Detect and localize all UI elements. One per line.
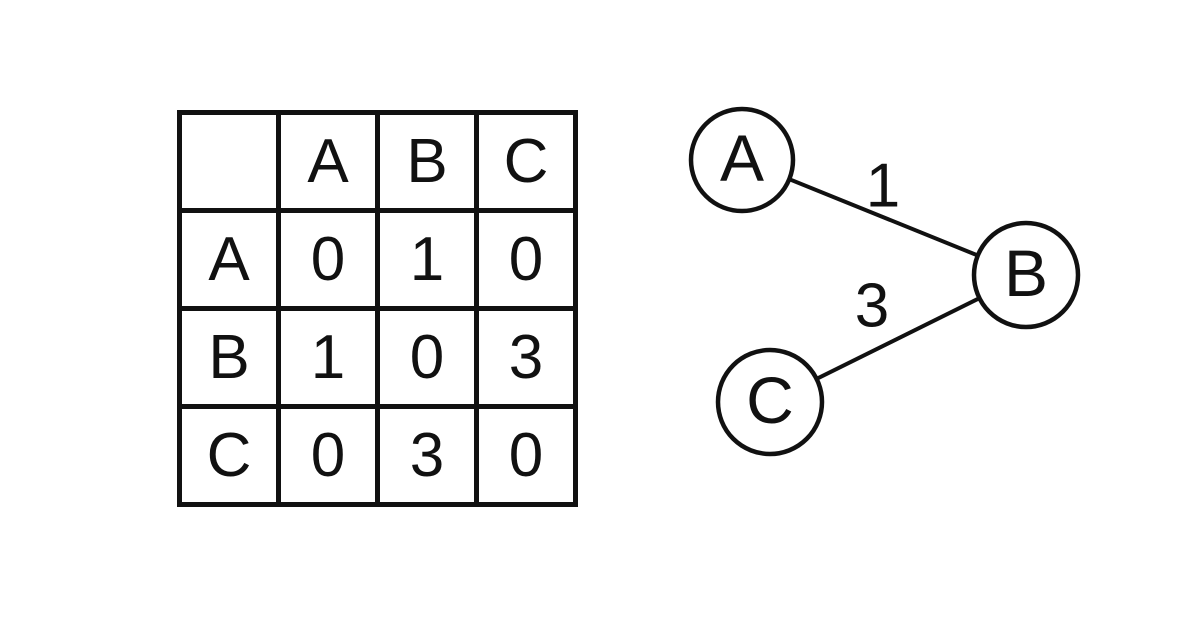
matrix-header-row: A B C [177,110,578,213]
node-b-circle [971,220,1081,330]
node-b-label: B [1004,236,1048,310]
node-a-circle [688,106,796,214]
edge-c-b-weight-label: 3 [855,272,889,341]
matrix-row-c: C 0 3 0 [177,404,578,507]
edge-a-b-weight-label: 1 [866,152,900,221]
matrix-cell-a-a: 0 [276,208,380,311]
matrix-cell-c-a: 0 [276,404,380,507]
matrix-corner-cell [177,110,281,213]
node-a-label: A [720,121,764,195]
matrix-cell-c-b: 3 [375,404,479,507]
matrix-cell-c-c: 0 [474,404,578,507]
matrix-cell-a-b: 1 [375,208,479,311]
adjacency-matrix: A B C A 0 1 0 B 1 0 3 C 0 3 0 [177,110,578,507]
matrix-cell-b-c: 3 [474,306,578,409]
matrix-cell-b-b: 0 [375,306,479,409]
matrix-row-header-c: C [177,404,281,507]
matrix-row-header-a: A [177,208,281,311]
matrix-col-header-c: C [474,110,578,213]
matrix-row-header-b: B [177,306,281,409]
node-c-label: C [746,363,794,437]
node-c-circle [715,347,825,457]
matrix-cell-a-c: 0 [474,208,578,311]
matrix-row-a: A 0 1 0 [177,208,578,311]
matrix-col-header-b: B [375,110,479,213]
matrix-col-header-a: A [276,110,380,213]
matrix-row-b: B 1 0 3 [177,306,578,409]
matrix-cell-b-a: 1 [276,306,380,409]
